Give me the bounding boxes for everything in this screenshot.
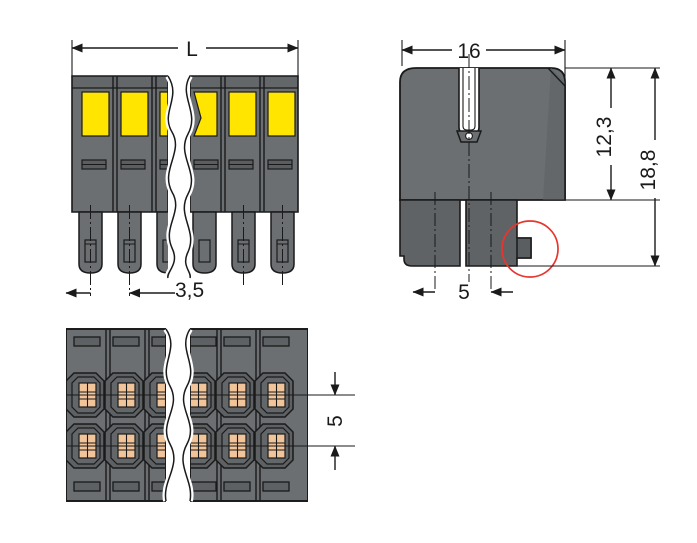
bottom-clamp-row-1-right [190,372,294,418]
bottom-top-slots-right [190,336,290,347]
front-pin-group-left [78,205,168,296]
side-body [399,67,566,201]
dimension-total-height: 18,8 [637,67,660,267]
dimension-depth: 16 [401,40,566,63]
front-view: L 3,5 [65,38,299,302]
bottom-view: 5 [66,327,355,502]
bottom-left-block [66,328,166,502]
front-test-slot-group-left [81,159,168,170]
bottom-bottom-slots-left [73,481,166,492]
side-locking-tab [516,237,532,259]
front-actuator-group-left [81,91,168,137]
dimension-label-length: L [186,38,198,61]
bottom-right-block [190,328,308,502]
front-test-slot-group-right [193,159,293,170]
bottom-row-centre-lines [66,394,355,447]
bottom-bottom-slots-right [190,481,290,492]
side-pin-centre-lines [434,192,492,290]
side-left-leg [399,199,461,267]
dimension-label-body-height: 12,3 [593,117,616,158]
dimension-label-row-pitch: 5 [324,415,347,427]
dimension-row-pitch: 5 [324,372,347,470]
front-left-housing [71,75,168,213]
front-right-housing [189,75,299,213]
side-extension-lines [401,40,660,267]
bottom-top-slots-left [73,336,166,347]
dimension-label-depth: 16 [457,40,480,63]
side-view: 16 12,3 18,8 5 [399,40,660,304]
dimension-label-pin-offset: 5 [458,281,470,304]
dimension-label-pin-pitch: 3,5 [175,279,204,302]
dimension-pin-pitch: 3,5 [65,279,204,302]
front-pin-group-right [192,205,295,288]
dimension-body-height: 12,3 [593,67,616,201]
dimension-front-length: L [71,38,299,61]
dimension-pin-offset: 5 [412,281,513,304]
front-actuator-group-right [193,91,296,137]
detail-highlight-circle [501,220,559,278]
dimension-label-total-height: 18,8 [637,150,660,191]
